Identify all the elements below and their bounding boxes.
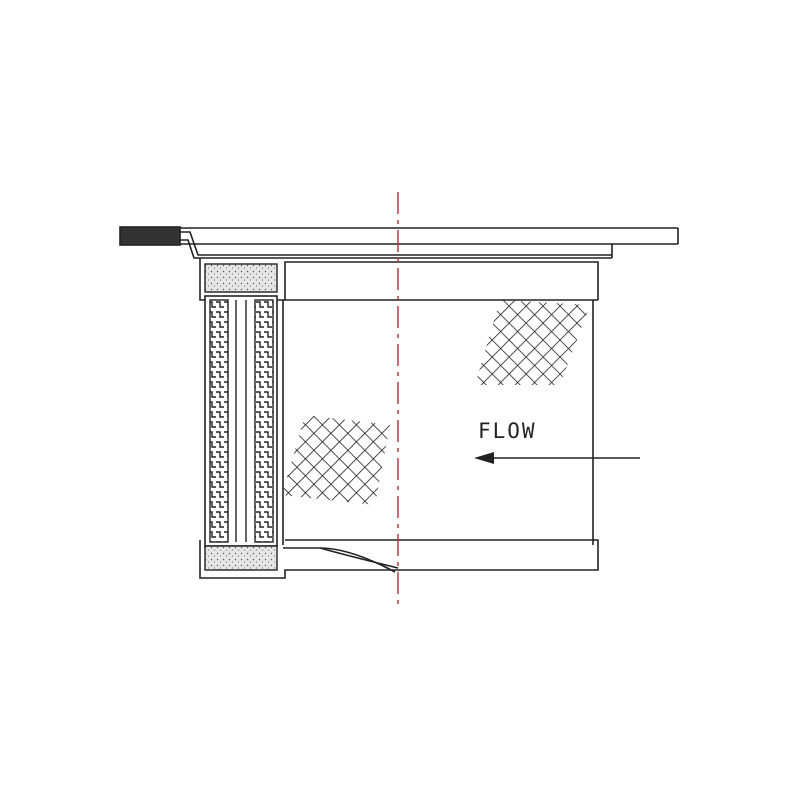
element-body: [282, 300, 594, 545]
flow-arrow: [474, 452, 640, 464]
flow-label: FLOW: [478, 419, 537, 443]
top-flange: [119, 226, 679, 259]
mesh-hatch-lower: [282, 415, 390, 505]
top-end-cap: [199, 258, 599, 301]
bottom-end-cap: [199, 539, 599, 579]
mesh-hatch-upper: [475, 300, 590, 385]
media-section: [204, 295, 278, 547]
